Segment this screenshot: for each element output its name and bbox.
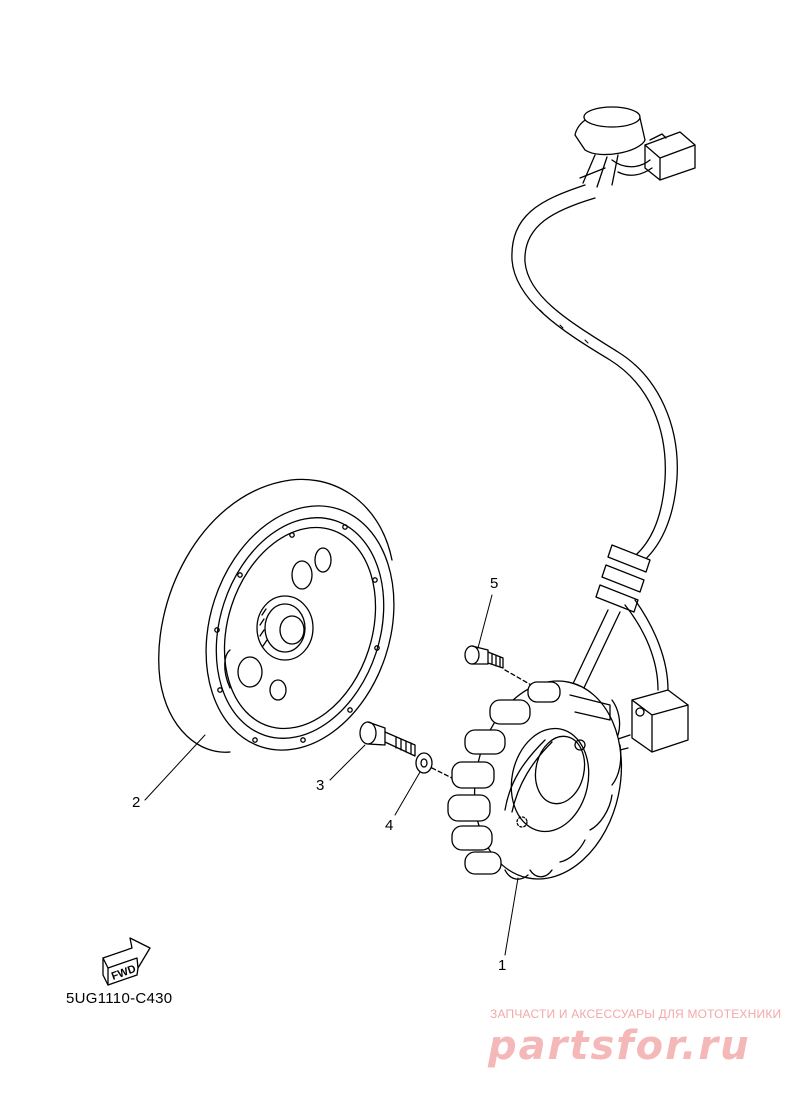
callout-1: 1 (498, 957, 506, 974)
diagram-code: 5UG1110-C430 (66, 990, 173, 1007)
grommet-icon (595, 544, 651, 613)
callout-4: 4 (385, 817, 393, 834)
round-connector-icon (574, 106, 646, 188)
fwd-arrow-icon (102, 937, 151, 986)
washer-icon (415, 752, 433, 774)
rotor-flywheel (158, 478, 395, 753)
callout-5: 5 (490, 575, 498, 592)
wire-harness (511, 184, 678, 565)
callout-3: 3 (316, 777, 324, 794)
bolt-short (464, 645, 504, 669)
callout-2: 2 (132, 794, 140, 811)
watermark-tagline: ЗАПЧАСТИ И АКСЕССУАРЫ ДЛЯ МОТОТЕХНИКИ (490, 1007, 782, 1021)
stator-assembly (447, 680, 623, 880)
leader-lines (144, 594, 519, 956)
bolt-long (359, 721, 416, 757)
watermark-logo: PARTSFOR.RU (488, 1023, 751, 1069)
side-connector-icon (611, 689, 689, 753)
square-connector-icon (611, 131, 696, 181)
